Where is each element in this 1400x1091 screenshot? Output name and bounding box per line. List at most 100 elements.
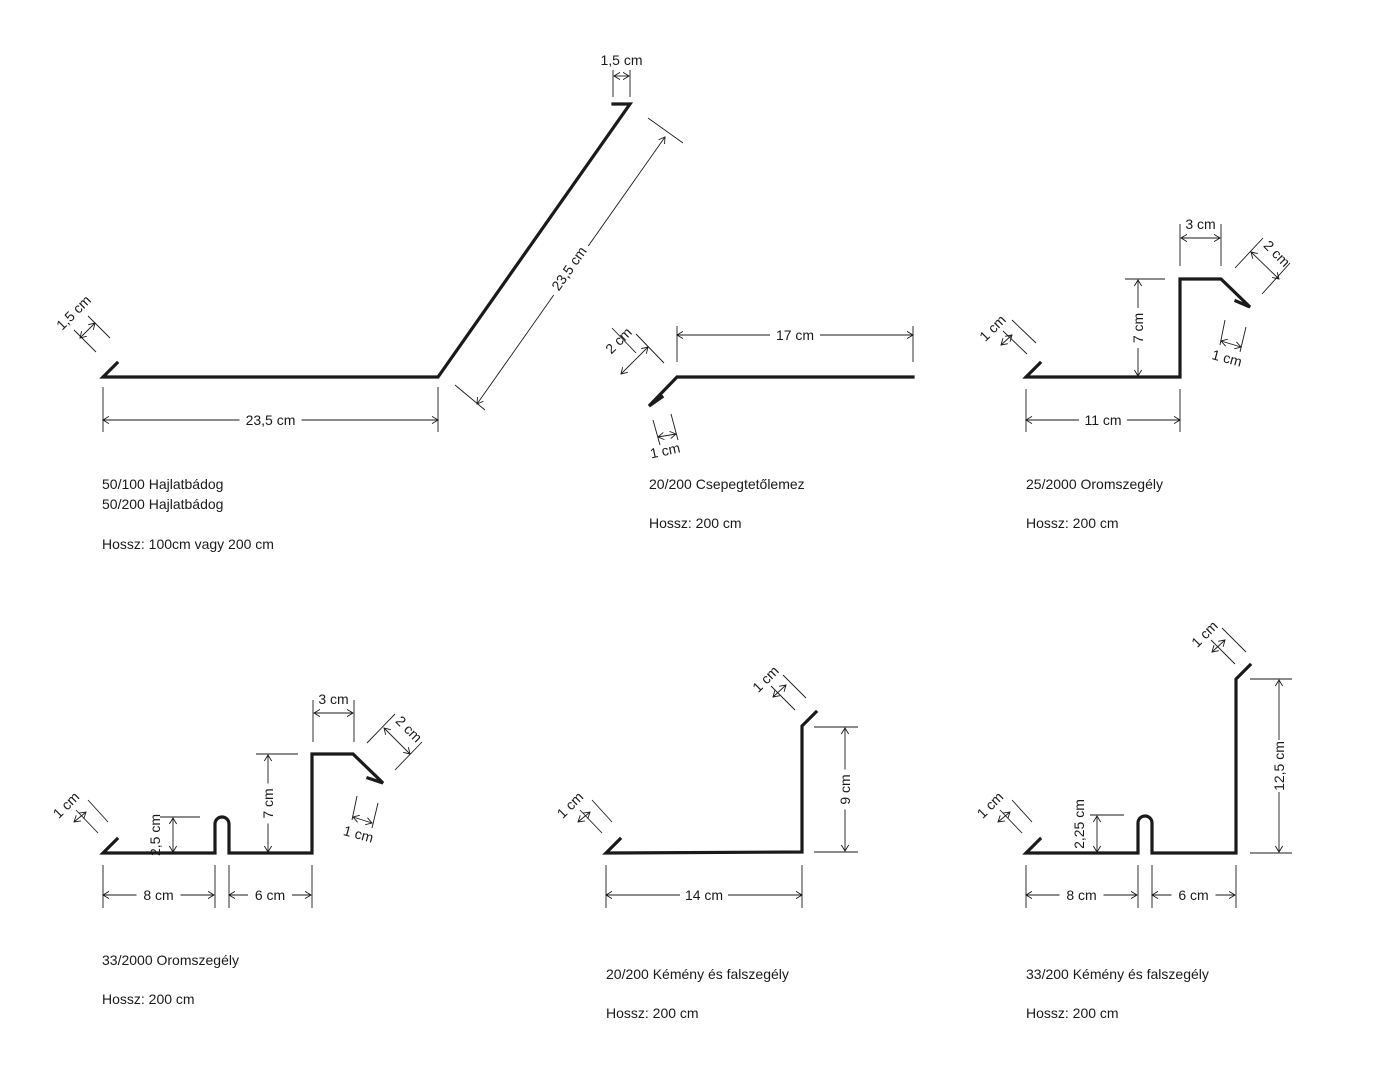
extension-line bbox=[454, 384, 486, 411]
dimension-label: 1 cm bbox=[976, 312, 1009, 345]
sheet-profile-line bbox=[647, 375, 915, 408]
caption-hajlatbadog: 50/100 Hajlatbádog 50/200 Hajlatbádog Ho… bbox=[102, 474, 274, 554]
caption-kemeny-33: 33/200 Kémény és falszegély Hossz: 200 c… bbox=[1026, 964, 1209, 1023]
arrow-head bbox=[1272, 272, 1280, 280]
arrow-head bbox=[658, 136, 666, 145]
arrow-head bbox=[1250, 251, 1258, 259]
arrow-head bbox=[622, 71, 630, 81]
caption-title: 20/200 Kémény és falszegély bbox=[606, 966, 789, 982]
caption-length: Hossz: 200 cm bbox=[606, 1005, 699, 1021]
dimension-line bbox=[620, 346, 649, 375]
arrow-head bbox=[583, 811, 591, 819]
arrow-head bbox=[168, 845, 178, 853]
sheet-profile-line bbox=[602, 709, 819, 855]
arrow-head bbox=[263, 754, 273, 762]
extension-line bbox=[75, 809, 99, 834]
extension-line bbox=[366, 713, 396, 744]
extension-line bbox=[782, 674, 807, 699]
dimension-label: 9 cm bbox=[837, 774, 853, 804]
arrow-head bbox=[1234, 341, 1242, 350]
caption-kemeny-20: 20/200 Kémény és falszegély Hossz: 200 c… bbox=[606, 964, 789, 1023]
arrow-head bbox=[263, 845, 273, 853]
caption-title: 33/2000 Oromszegély bbox=[102, 952, 239, 968]
arrow-head bbox=[795, 890, 803, 900]
dimension-line bbox=[79, 322, 96, 339]
arrow-head bbox=[779, 684, 787, 692]
dimension-label: 1,5 cm bbox=[53, 292, 94, 333]
caption-title: 25/2000 Oromszegély bbox=[1026, 476, 1163, 492]
arrow-head bbox=[840, 844, 850, 852]
arrow-head bbox=[1092, 845, 1102, 853]
caption-length: Hossz: 100cm vagy 200 cm bbox=[102, 536, 274, 552]
extension-line bbox=[670, 413, 679, 441]
arrow-head bbox=[365, 817, 373, 826]
extension-line bbox=[579, 809, 603, 834]
sheet-profile-line bbox=[99, 102, 634, 379]
dimension-label: 2,25 cm bbox=[1071, 799, 1087, 849]
dimension-line bbox=[587, 136, 666, 247]
arrow-head bbox=[641, 346, 649, 354]
dimension-line bbox=[1220, 340, 1242, 348]
dimension-label: 1 cm bbox=[50, 789, 83, 822]
dimension-line bbox=[1250, 251, 1280, 280]
arrow-head bbox=[676, 330, 684, 340]
extension-line bbox=[770, 685, 796, 711]
arrow-head bbox=[476, 396, 484, 405]
dimension-label: 2 cm bbox=[393, 713, 426, 746]
arrow-head bbox=[1133, 279, 1143, 287]
arrow-head bbox=[1005, 334, 1013, 342]
arrow-head bbox=[1133, 369, 1143, 377]
arrow-head bbox=[304, 890, 312, 900]
sheet-profile-line bbox=[99, 752, 385, 855]
dimension-label: 1 cm bbox=[749, 663, 782, 696]
extension-line bbox=[999, 809, 1023, 834]
arrow-head bbox=[1173, 415, 1181, 425]
dimension-line bbox=[657, 433, 677, 438]
extension-line bbox=[1011, 799, 1033, 823]
arrow-head bbox=[79, 811, 87, 819]
dimension-label: 8 cm bbox=[1066, 887, 1096, 903]
arrow-head bbox=[1274, 679, 1284, 687]
arrow-head bbox=[669, 430, 677, 439]
extension-line bbox=[1239, 326, 1247, 353]
arrow-head bbox=[383, 727, 391, 735]
arrow-head bbox=[1228, 890, 1236, 900]
dimension-label: 6 cm bbox=[255, 887, 285, 903]
arrow-head bbox=[1151, 890, 1159, 900]
extension-line bbox=[1221, 627, 1247, 653]
extension-line bbox=[73, 329, 97, 353]
caption-oromszegely-33: 33/2000 Oromszegély Hossz: 200 cm bbox=[102, 950, 239, 1009]
dimension-line bbox=[1211, 639, 1226, 653]
dimension-label: 1 cm bbox=[648, 440, 681, 462]
arrow-head bbox=[88, 322, 96, 330]
arrow-head bbox=[168, 817, 178, 825]
extension-line bbox=[1002, 330, 1028, 355]
extension-line bbox=[1011, 319, 1037, 344]
caption-oromszegely-25: 25/2000 Oromszegély Hossz: 200 cm bbox=[1026, 474, 1163, 533]
arrow-head bbox=[102, 415, 110, 425]
extension-line bbox=[1234, 237, 1264, 269]
dimension-label: 11 cm bbox=[1084, 412, 1121, 428]
caption-length: Hossz: 200 cm bbox=[1026, 515, 1119, 531]
dimension-label: 3 cm bbox=[318, 691, 348, 707]
arrow-head bbox=[577, 815, 585, 823]
extension-line bbox=[371, 802, 379, 829]
dimension-label: 17 cm bbox=[776, 327, 814, 343]
extension-line bbox=[87, 315, 111, 339]
arrow-head bbox=[346, 708, 354, 718]
arrow-head bbox=[1003, 811, 1011, 819]
extension-line bbox=[647, 117, 684, 144]
arrow-head bbox=[1180, 233, 1188, 243]
sheet-profile-line bbox=[1022, 662, 1253, 855]
arrow-head bbox=[1211, 645, 1219, 653]
caption-length: Hossz: 200 cm bbox=[102, 991, 195, 1007]
dimension-label: 2 cm bbox=[602, 324, 635, 357]
dimension-line bbox=[1000, 334, 1013, 346]
arrow-head bbox=[207, 890, 215, 900]
arrow-head bbox=[772, 690, 780, 698]
dimension-line bbox=[476, 294, 555, 405]
